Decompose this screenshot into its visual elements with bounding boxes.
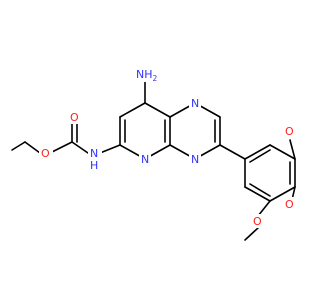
carbamate-nitrogen: N xyxy=(90,147,98,160)
methoxy-oxygen-middle: O xyxy=(285,198,294,211)
pyridine-nitrogen: N xyxy=(141,153,149,166)
carbamate-hydrogen: H xyxy=(90,159,98,172)
bond-skeleton xyxy=(11,81,296,241)
atom-labels: NH2 N N N N H O O O O O xyxy=(39,66,297,228)
pyrazine-nitrogen-top: N xyxy=(191,97,199,110)
amino-group-label: NH2 xyxy=(136,68,158,83)
pyrazine-nitrogen-bottom: N xyxy=(191,153,199,166)
methoxy-oxygen-bottom: O xyxy=(253,215,262,228)
structure-diagram: NH2 N N N N H O O O O O xyxy=(11,66,297,241)
carbonyl-oxygen: O xyxy=(70,111,79,124)
ester-oxygen: O xyxy=(41,147,50,160)
molecule-canvas: NH2 N N N N H O O O O O xyxy=(11,66,297,241)
methoxy-oxygen-top: O xyxy=(285,125,294,138)
